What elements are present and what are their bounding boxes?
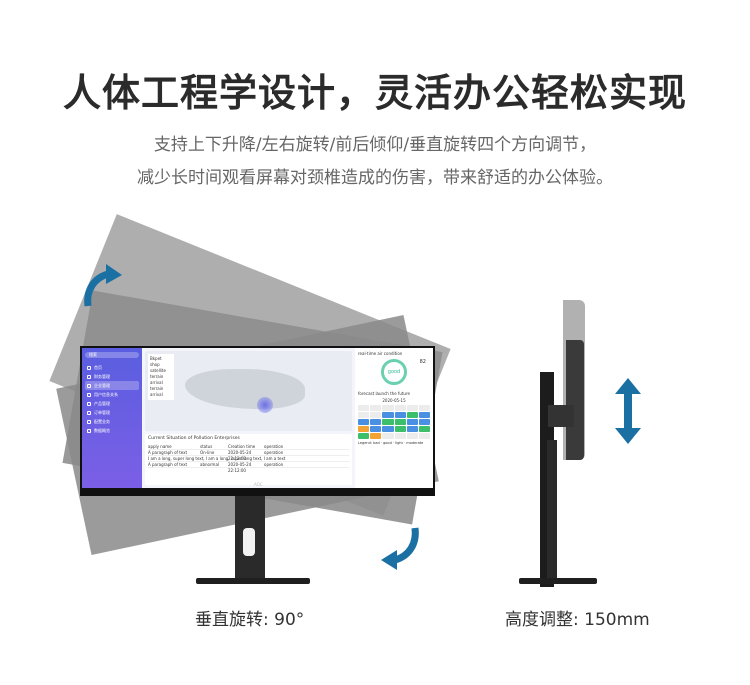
rotate-counterclockwise-arrow-icon bbox=[84, 264, 122, 307]
calendar-label: 2020-05-15 bbox=[382, 398, 406, 403]
nav-item: 数据概览 bbox=[94, 428, 110, 433]
nav-item: 配置业务 bbox=[94, 419, 110, 424]
monitor-hinge bbox=[548, 405, 574, 427]
rotate-clockwise-arrow-icon bbox=[381, 527, 419, 570]
caption-rotation: 垂直旋转: 90° bbox=[195, 610, 305, 630]
subline-1: 支持上下升降/左右旋转/前后倾仰/垂直旋转四个方向调节， bbox=[153, 135, 597, 155]
side-stand bbox=[547, 440, 557, 580]
air-quality-panel: real-time air condition 82 good forecast… bbox=[355, 348, 433, 488]
table-row: I am a long, super long text, I am a lon… bbox=[148, 456, 349, 462]
up-down-arrow-icon bbox=[615, 378, 641, 444]
dashboard-table: Current Situation of Pollution Enterpris… bbox=[145, 434, 352, 485]
subline-2: 减少长时间观看屏幕对颈椎造成的伤害，带来舒适的办公体验。 bbox=[137, 168, 613, 188]
nav-item: 财务管理 bbox=[94, 374, 110, 379]
table-title: Current Situation of Pollution Enterpris… bbox=[148, 436, 240, 441]
monitor-screen: 搜索 首页 财务管理 企业管理 用户信息关系 产品管理 订单管理 配置业务 数据… bbox=[82, 348, 433, 488]
nav-item: 用户信息关系 bbox=[94, 392, 118, 397]
dashboard-main: Bkpet shop satellite terrain arrival ter… bbox=[142, 348, 355, 488]
brand-logo: AOC bbox=[254, 482, 263, 487]
forecast-calendar bbox=[358, 405, 430, 439]
cable-slot bbox=[243, 528, 255, 556]
map-hotspot bbox=[257, 397, 273, 413]
dashboard-sidebar: 搜索 首页 财务管理 企业管理 用户信息关系 产品管理 订单管理 配置业务 数据… bbox=[82, 348, 142, 488]
nav-item: 订单管理 bbox=[94, 410, 110, 415]
aq-gauge: good bbox=[381, 359, 407, 385]
monitor-base bbox=[196, 578, 310, 584]
map-legend: Bkpet shop satellite terrain arrival ter… bbox=[148, 354, 174, 400]
monitor-back bbox=[566, 340, 584, 460]
caption-height: 高度调整: 150mm bbox=[505, 610, 650, 630]
map-landmass bbox=[185, 369, 305, 409]
forecast-title: forecast launch the future bbox=[358, 391, 410, 396]
side-base bbox=[519, 578, 597, 584]
calendar-legend: Legend: bad · good · light · moderate bbox=[358, 441, 424, 445]
dashboard-search: 搜索 bbox=[85, 352, 139, 358]
front-monitor: 搜索 首页 财务管理 企业管理 用户信息关系 产品管理 订单管理 配置业务 数据… bbox=[80, 346, 435, 496]
nav-item: 企业管理 bbox=[94, 383, 110, 388]
aq-title: real-time air condition bbox=[358, 351, 403, 356]
headline: 人体工程学设计，灵活办公轻松实现 bbox=[62, 71, 687, 115]
nav-item: 首页 bbox=[94, 365, 102, 370]
aqi-value: 82 bbox=[419, 359, 426, 365]
nav-item: 产品管理 bbox=[94, 401, 110, 406]
dashboard-map: Bkpet shop satellite terrain arrival ter… bbox=[145, 351, 352, 431]
